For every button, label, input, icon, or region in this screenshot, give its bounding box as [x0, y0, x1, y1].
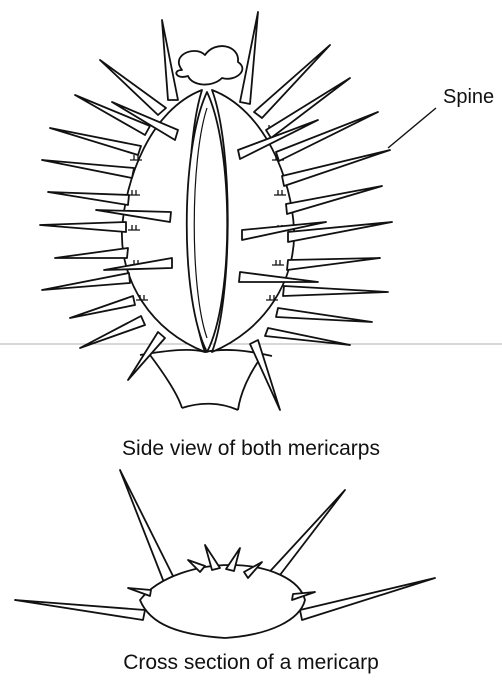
top-knot	[176, 46, 242, 84]
cross-spine-far-left	[15, 600, 145, 620]
spine-label: Spine	[443, 86, 494, 109]
cross-section-drawing	[15, 470, 435, 638]
cross-spine-far-right	[300, 578, 435, 620]
spine-leader-line	[388, 108, 436, 148]
cross-spine-upper-left	[120, 470, 175, 585]
cross-spine-side-left	[128, 588, 151, 596]
cross-section-caption: Cross section of a mericarp	[0, 651, 502, 675]
fruit-stalk	[140, 350, 272, 410]
side-view-drawing	[40, 12, 436, 410]
side-view-caption: Side view of both mericarps	[0, 437, 502, 461]
